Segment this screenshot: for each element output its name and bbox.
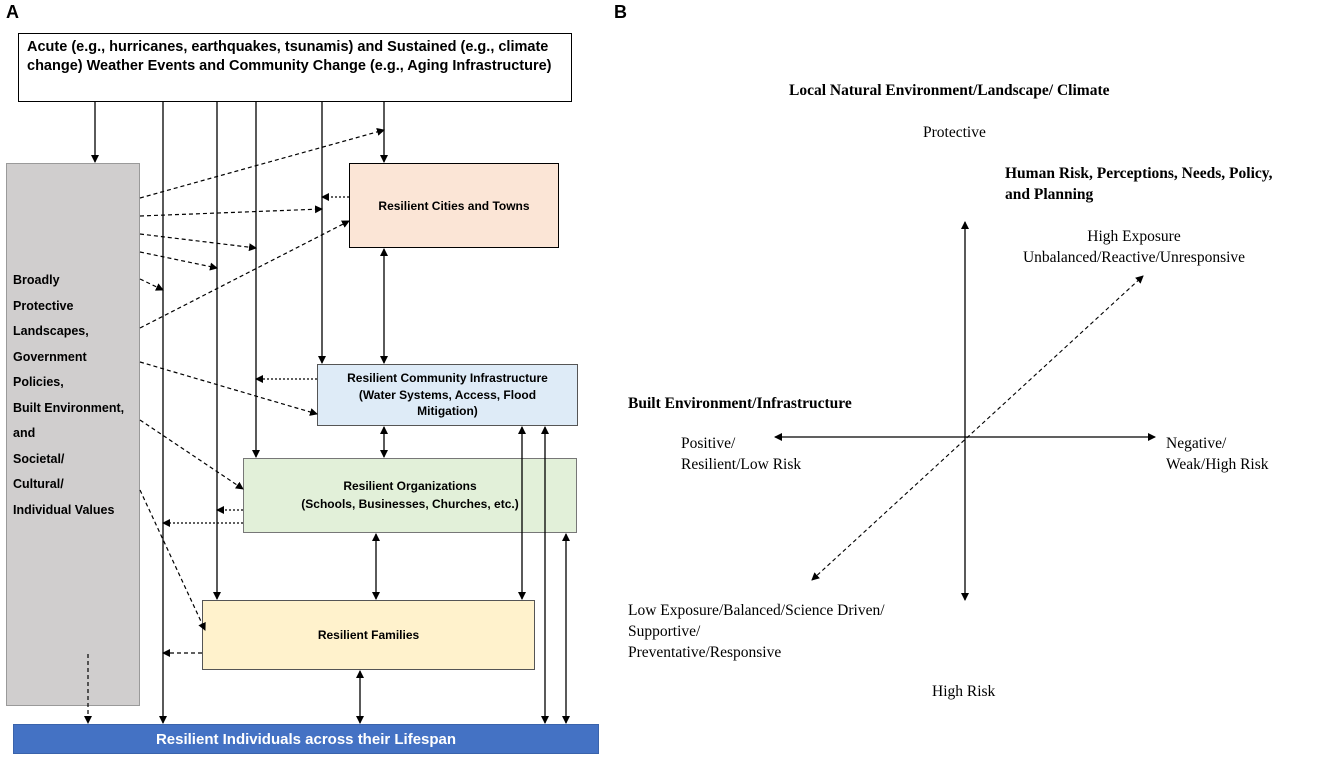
label-local-environment: Local Natural Environment/Landscape/ Cli…	[789, 82, 1110, 99]
dash-left-to-infra-line	[139, 205, 323, 217]
label-negative: Negative/ Weak/High Risk	[1166, 435, 1269, 473]
panel-b-label: B	[614, 2, 627, 22]
dash-left-to-top-arrow	[139, 128, 385, 199]
resilient-cities-box: Resilient Cities and Towns	[349, 163, 559, 248]
resilient-families-box: Resilient Families	[202, 600, 535, 670]
dash-left-to-org-line	[139, 233, 257, 252]
dash-left-to-families-line	[139, 251, 218, 271]
dash-left-to-infrastructure	[139, 361, 318, 416]
label-low-exposure: Low Exposure/Balanced/Science Driven/ Su…	[628, 602, 885, 661]
weather-events-box: Acute (e.g., hurricanes, earthquakes, ts…	[18, 33, 572, 102]
resilient-individuals-box: Resilient Individuals across their Lifes…	[13, 724, 599, 754]
dash-left-to-organizations	[139, 419, 244, 490]
axis-diagonal	[811, 275, 1144, 581]
dash-left-to-individuals-line	[139, 278, 164, 291]
label-positive: Positive/ Resilient/Low Risk	[681, 435, 802, 473]
protective-factors-text: Broadly Protective Landscapes, Governmen…	[13, 273, 125, 517]
dash-left-to-families	[139, 489, 206, 631]
label-high-exposure: High Exposure Unbalanced/Reactive/Unresp…	[1022, 228, 1246, 266]
label-high-risk: High Risk	[932, 683, 996, 700]
protective-factors-box: Broadly Protective Landscapes, Governmen…	[6, 163, 140, 706]
resilient-infrastructure-box: Resilient Community Infrastructure (Wate…	[317, 364, 578, 426]
label-built-environment: Built Environment/Infrastructure	[628, 395, 852, 412]
dash-left-to-cities	[139, 220, 350, 329]
label-human-risk: Human Risk, Perceptions, Needs, Policy, …	[1005, 165, 1273, 203]
panel-a-label: A	[6, 2, 19, 22]
label-protective: Protective	[923, 124, 986, 141]
